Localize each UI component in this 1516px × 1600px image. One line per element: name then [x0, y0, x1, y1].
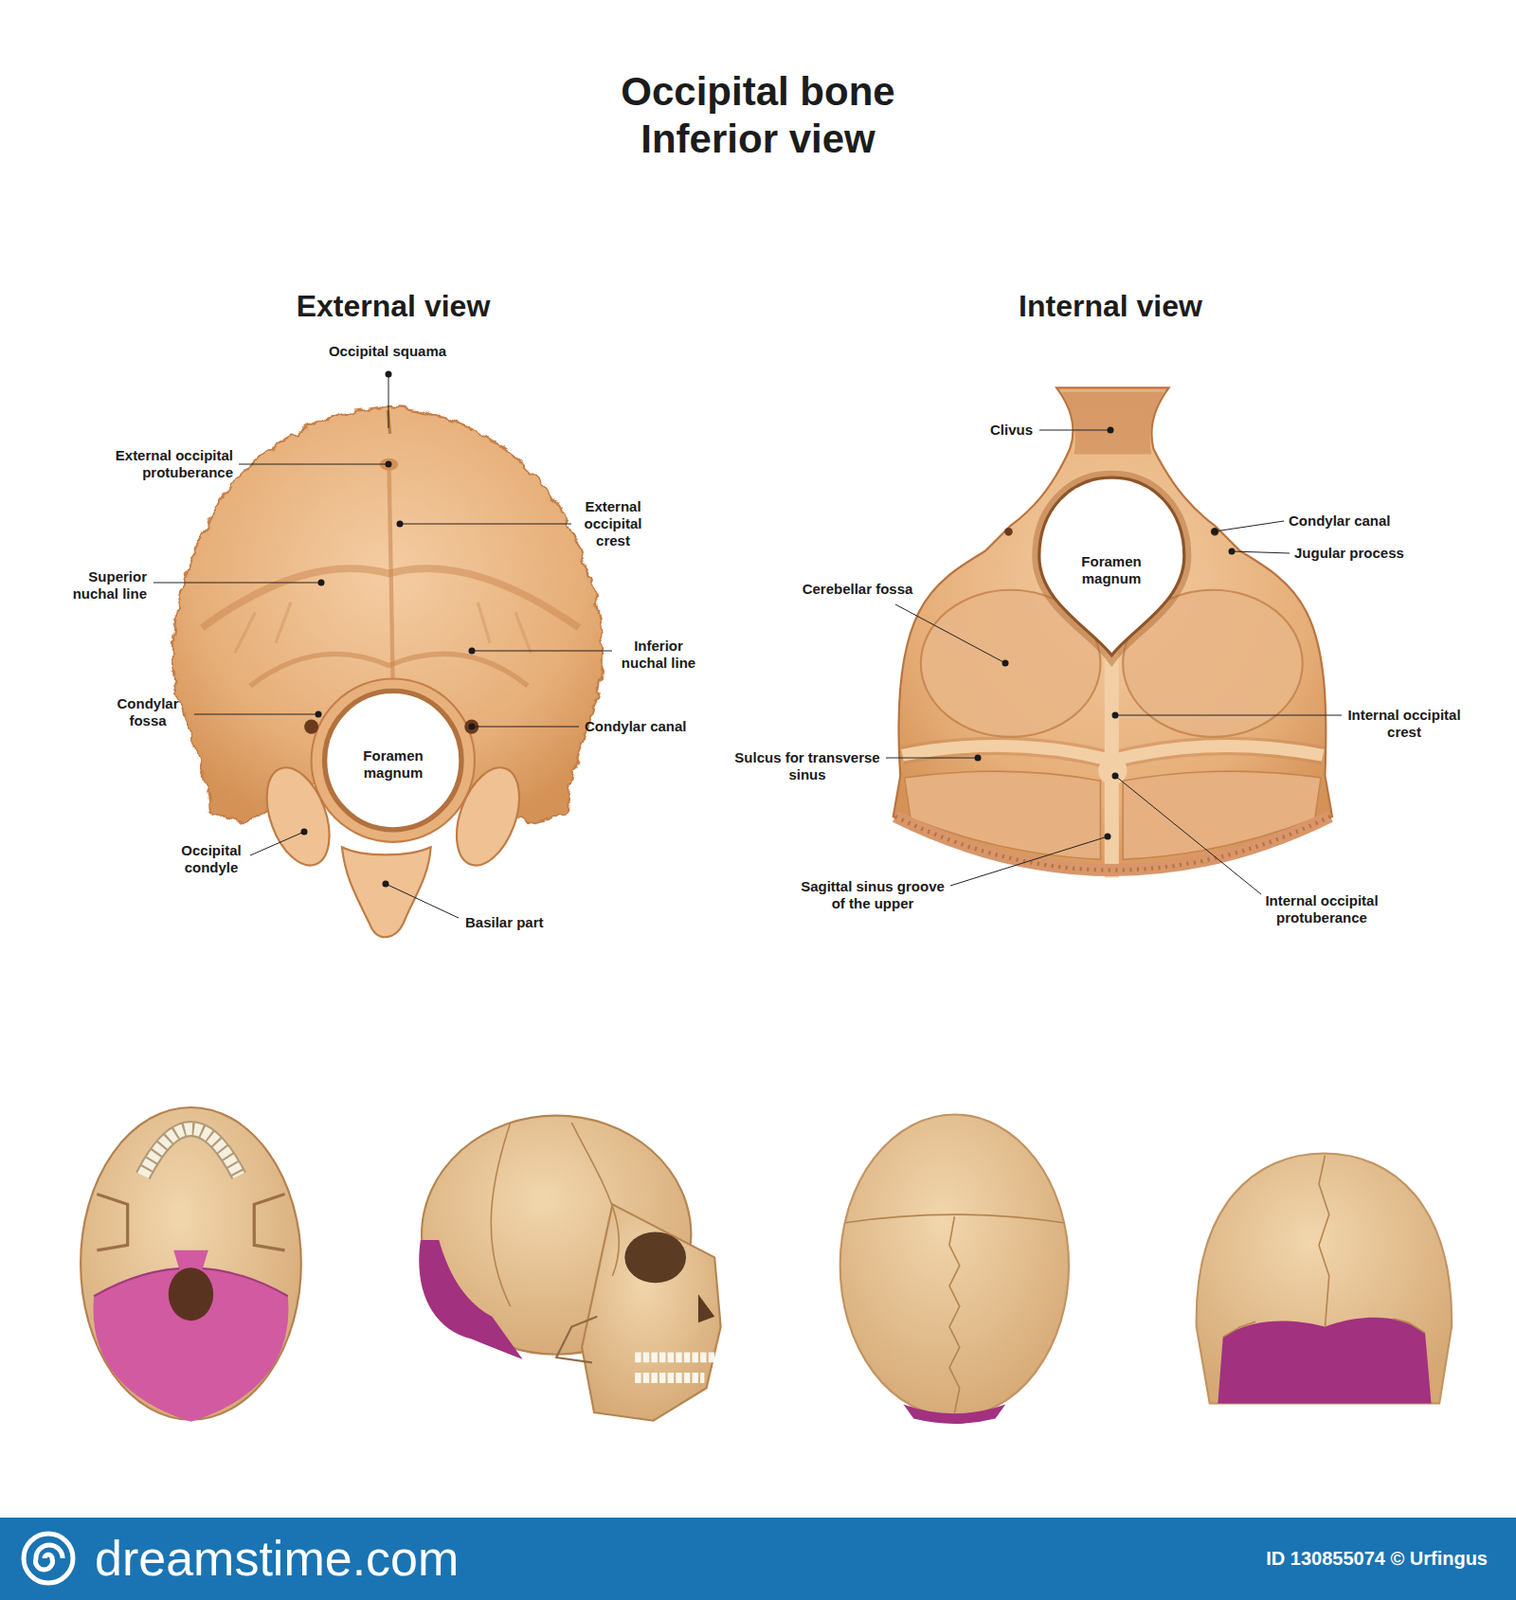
part-label: Basilar part	[465, 914, 570, 932]
part-label: External occipital protuberance	[62, 447, 234, 482]
footer-logo	[23, 1534, 73, 1584]
internal-bone	[893, 387, 1333, 878]
part-label: Condylar canal	[584, 718, 718, 736]
view-heading: Internal view	[968, 288, 1253, 325]
part-label: External occipital crest	[578, 498, 648, 550]
view-heading: External view	[251, 288, 536, 325]
leader-lines	[153, 374, 1342, 919]
part-label: Internal occipital protuberance	[1227, 892, 1417, 927]
image-credit: ID 130855074 © Urfingus	[1108, 1546, 1488, 1571]
watermark-brand: dreamstime.com	[94, 1530, 512, 1588]
figure-title: Occipital bone Inferior view	[598, 68, 918, 163]
part-label: Occipital squama	[311, 342, 464, 361]
footer-bar	[0, 1517, 1516, 1600]
part-label: Sagittal sinus groove of the upper	[792, 878, 954, 913]
part-label: Condylar canal	[1288, 512, 1422, 530]
part-label: Sulcus for transverse sinus	[731, 749, 884, 784]
part-label: Occipital condyle	[168, 842, 254, 877]
leader-dots	[301, 371, 1236, 888]
part-label: Condylar fossa	[108, 695, 188, 730]
part-label: Internal occipital crest	[1337, 706, 1471, 741]
part-label: Cerebellar fossa	[791, 580, 924, 598]
part-label: Superior nuchal line	[67, 568, 147, 603]
part-label: Jugular process	[1294, 544, 1427, 562]
skull-thumbnails	[80, 1107, 1452, 1425]
part-label: Clivus	[975, 421, 1033, 439]
part-label: Foramen magnum	[1068, 553, 1155, 588]
part-label: Inferior nuchal line	[618, 637, 699, 672]
part-label: Foramen magnum	[350, 747, 436, 782]
